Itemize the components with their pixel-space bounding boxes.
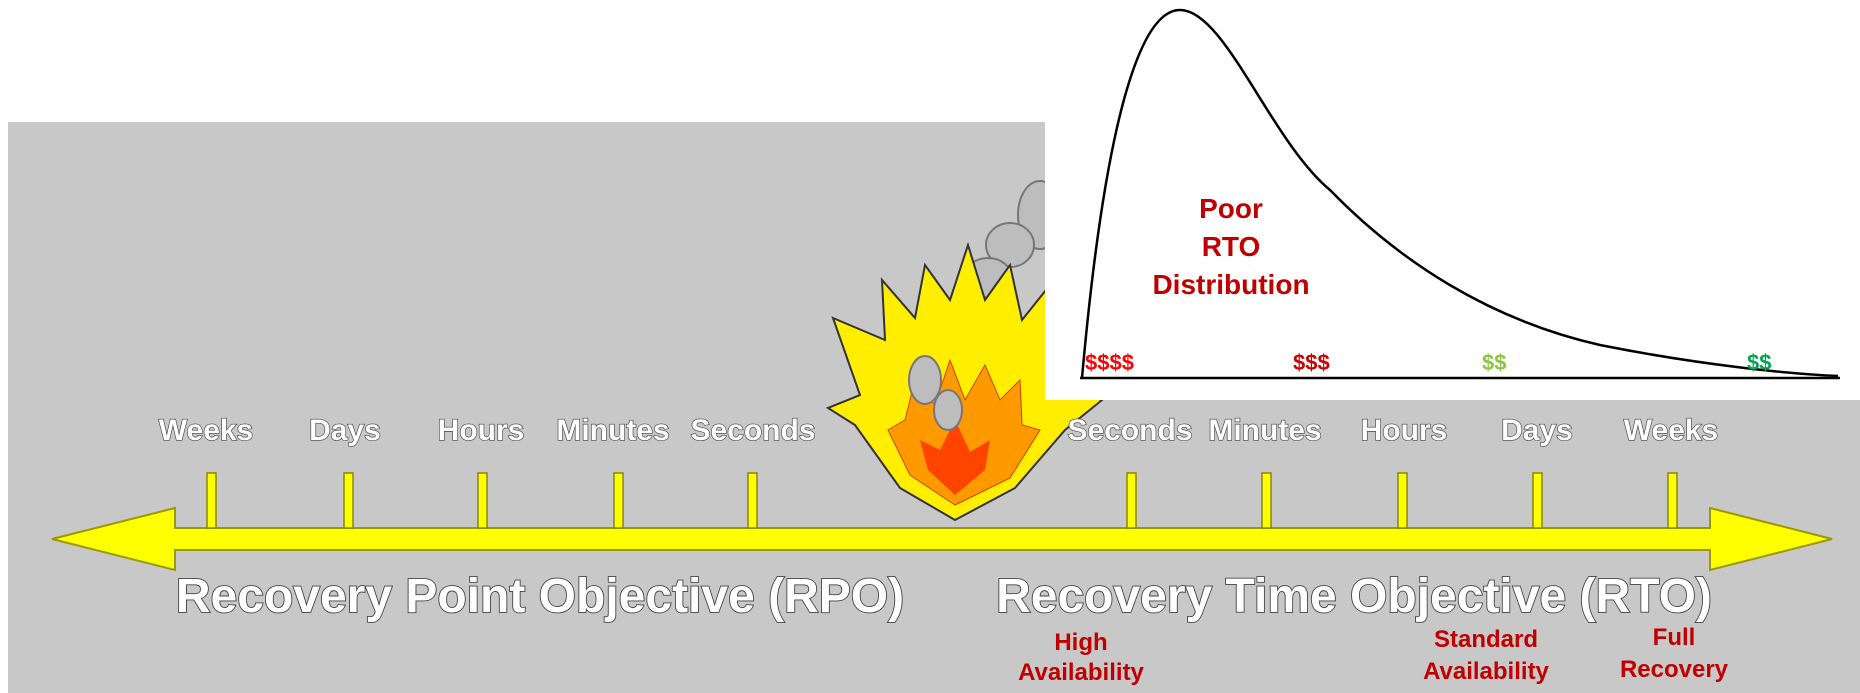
high-availability-label: Availability: [1018, 659, 1144, 686]
disaster-fire-icon: [825, 241, 1105, 522]
standard-availability-label: Standard: [1434, 626, 1538, 653]
inset-background: [1045, 118, 1860, 400]
distribution-title: Poor: [1199, 193, 1263, 224]
rto-tick-days: [1532, 472, 1543, 529]
distribution-title: RTO: [1202, 231, 1261, 262]
full-recovery-label: Recovery: [1620, 656, 1729, 683]
cost-label-highest: $$$$: [1085, 350, 1134, 375]
rpo-tick-days: [343, 472, 354, 529]
timeline-arrow: [51, 506, 1833, 572]
full-recovery-label: Full: [1653, 624, 1696, 651]
rpo-tick-minutes: [613, 472, 624, 529]
rto-tick-label: Hours: [1361, 414, 1448, 447]
distribution-curve: [1080, 8, 1839, 379]
rto-tick-label: Weeks: [1624, 414, 1719, 447]
rto-tick-label: Days: [1501, 414, 1573, 447]
rpo-tick-label: Seconds: [690, 414, 815, 447]
rto-tick-label: Minutes: [1208, 414, 1321, 447]
tick-marks: [206, 472, 1678, 529]
rpo-axis-label: Recovery Point Objective (RPO): [176, 570, 904, 623]
rpo-tick-label: Minutes: [556, 414, 669, 447]
rpo-tick-label: Hours: [438, 414, 525, 447]
rto-distribution-inset: Poor RTO Distribution $$$$ $$$ $$ $$: [1045, 0, 1860, 400]
rpo-tick-label: Days: [309, 414, 381, 447]
rpo-tick-weeks: [206, 472, 217, 529]
inset-background-top: [1075, 0, 1405, 122]
rto-axis-label: Recovery Time Objective (RTO): [996, 570, 1712, 623]
standard-availability-label: Availability: [1423, 658, 1549, 685]
cost-label-high: $$$: [1293, 350, 1330, 375]
rpo-tick-label: Weeks: [159, 414, 254, 447]
distribution-title: Distribution: [1152, 269, 1309, 300]
rto-tick-hours: [1397, 472, 1408, 529]
rto-tick-label: Seconds: [1067, 414, 1192, 447]
high-availability-label: High: [1054, 629, 1107, 656]
rto-tick-minutes: [1261, 472, 1272, 529]
rpo-tick-hours: [477, 472, 488, 529]
rpo-tick-seconds: [747, 472, 758, 529]
rto-tick-seconds: [1126, 472, 1137, 529]
rto-tick-weeks: [1667, 472, 1678, 529]
cost-label-low: $$: [1747, 350, 1771, 375]
cost-label-medium: $$: [1482, 350, 1506, 375]
